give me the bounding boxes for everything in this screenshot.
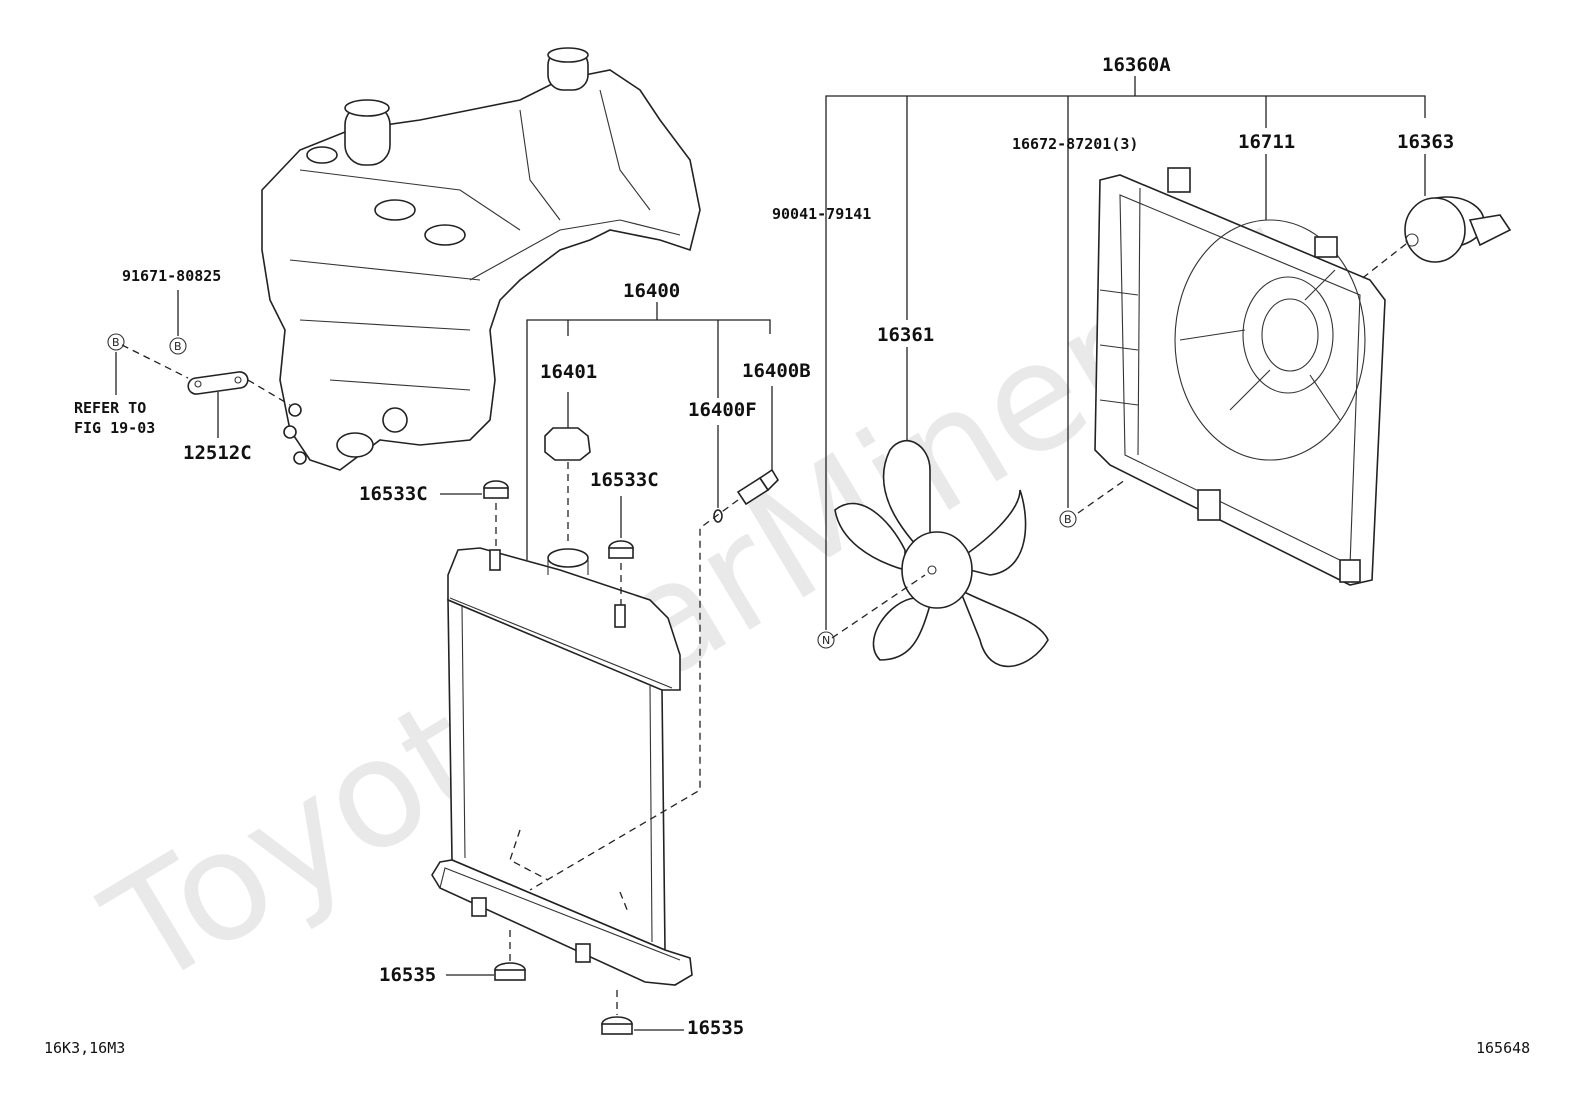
label-16400b: 16400B (742, 360, 811, 382)
svg-text:N: N (822, 634, 830, 647)
label-12512c: 12512C (183, 442, 252, 464)
gasket-12512c (187, 371, 249, 395)
label-fig-19-03: FIG 19-03 (74, 419, 155, 437)
label-91671-80825: 91671-80825 (122, 267, 221, 285)
svg-text:B: B (174, 340, 182, 353)
label-16711: 16711 (1238, 131, 1295, 153)
cushion-16535-bottom (601, 1016, 633, 1035)
svg-text:B: B (112, 336, 120, 349)
label-16401: 16401 (540, 361, 597, 383)
engine-block (261, 47, 701, 471)
cushion-16533c-right (608, 540, 634, 559)
label-16400f: 16400F (688, 399, 757, 421)
drain-gasket-16400f (713, 509, 723, 523)
label-16361: 16361 (877, 324, 934, 346)
marker-b-left: B (107, 333, 125, 351)
label-16363: 16363 (1397, 131, 1454, 153)
label-16535-bottom: 16535 (687, 1017, 744, 1039)
drain-cock-16400b (736, 468, 780, 506)
cushion-16535-left (494, 962, 526, 981)
footer-left-code: 16K3,16M3 (44, 1039, 125, 1057)
label-90041-79141: 90041-79141 (772, 205, 871, 223)
fan-motor-16363 (1404, 196, 1512, 263)
label-16533c-right: 16533C (590, 469, 659, 491)
label-16360a: 16360A (1102, 54, 1171, 76)
radiator-16400 (431, 547, 693, 986)
label-16400: 16400 (623, 280, 680, 302)
svg-text:B: B (1064, 513, 1072, 526)
label-16533c-left: 16533C (359, 483, 428, 505)
radiator-cap-16401 (544, 427, 591, 461)
label-16535-left: 16535 (379, 964, 436, 986)
cushion-16533c-left (483, 480, 509, 499)
label-16672-87201: 16672-87201(3) (1012, 135, 1138, 153)
marker-b-right: B (1059, 510, 1077, 528)
footer-right-code: 165648 (1476, 1039, 1530, 1057)
fan-shroud-16711 (1094, 167, 1386, 586)
label-refer-to: REFER TO (74, 399, 146, 417)
marker-b-bolt: B (169, 337, 187, 355)
fan-16361 (834, 439, 1049, 668)
marker-n: N (817, 631, 835, 649)
